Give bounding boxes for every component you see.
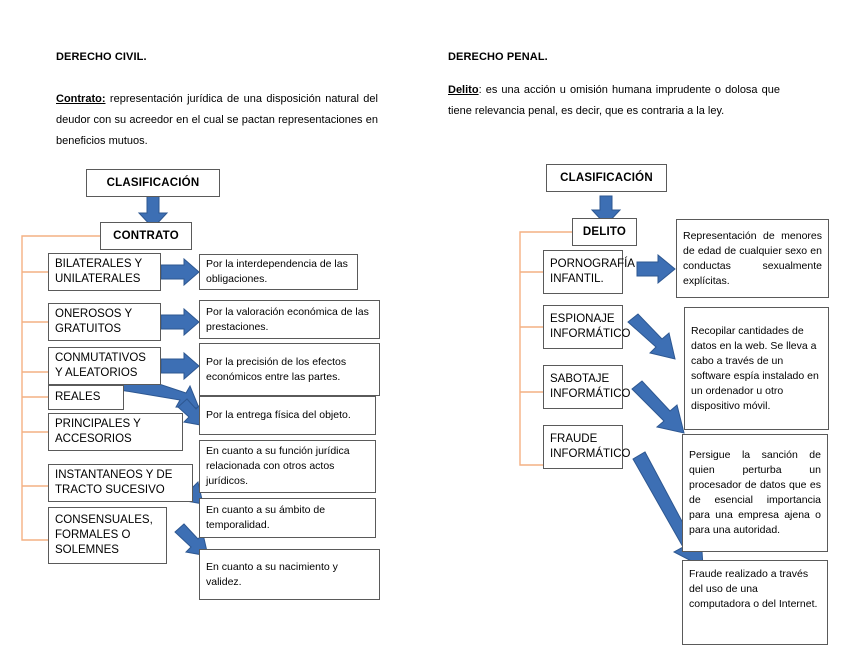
left-subject-label: CONTRATO: [113, 230, 179, 242]
arrow-right-1: [636, 253, 676, 285]
left-heading: DERECHO CIVIL.: [56, 51, 147, 63]
left-description-box-6: En cuanto a su ámbito de temporalidad.: [199, 498, 376, 538]
left-category-box-2: ONEROSOS Y GRATUITOS: [48, 303, 161, 341]
left-category-label-5: PRINCIPALES Y ACCESORIOS: [55, 418, 141, 445]
right-subject-label: DELITO: [582, 226, 627, 238]
right-category-label-4: FRAUDE INFORMÁTICO: [550, 433, 631, 460]
arrow-right-2: [627, 313, 676, 360]
left-description-text-7: En cuanto a su nacimiento y validez.: [206, 560, 338, 588]
left-description-box-1: Por la interdependencia de las obligacio…: [199, 254, 358, 290]
left-description-box-7: En cuanto a su nacimiento y validez.: [199, 549, 380, 600]
right-definition-text: : es una acción u omisión humana imprude…: [448, 84, 780, 117]
left-category-box-1: BILATERALES Y UNILATERALES: [48, 253, 161, 291]
right-description-text-3: Persigue la sanción de quien perturba un…: [689, 449, 821, 536]
left-description-text-5: En cuanto a su función jurídica relacion…: [206, 445, 350, 487]
left-description-text-6: En cuanto a su ámbito de temporalidad.: [206, 504, 326, 531]
left-root-label: CLASIFICACIÓN: [106, 177, 200, 189]
left-description-text-1: Por la interdependencia de las obligacio…: [206, 258, 348, 285]
right-heading: DERECHO PENAL.: [448, 51, 548, 63]
right-category-box-2: ESPIONAJE INFORMÁTICO: [543, 305, 631, 349]
left-category-label-4: REALES: [55, 391, 101, 403]
right-definition-term: Delito: [448, 84, 479, 96]
left-description-box-3: Por la precisión de los efectos económic…: [199, 343, 380, 396]
left-description-text-3: Por la precisión de los efectos económic…: [206, 355, 347, 383]
arrow-left-1: [160, 257, 200, 287]
right-description-box-1: Representación de menores de edad de cua…: [676, 219, 829, 298]
left-category-box-5: PRINCIPALES Y ACCESORIOS: [48, 413, 183, 451]
left-description-box-4: Por la entrega física del objeto.: [199, 396, 376, 435]
left-root-box: CLASIFICACIÓN: [86, 169, 220, 197]
left-category-label-1: BILATERALES Y UNILATERALES: [55, 258, 142, 285]
arrow-right-3: [631, 380, 685, 434]
left-definition-text: representación jurídica de una disposici…: [56, 93, 378, 147]
left-category-label-6: INSTANTANEOS Y DE TRACTO SUCESIVO: [55, 469, 173, 496]
left-description-text-4: Por la entrega física del objeto.: [206, 409, 351, 421]
left-category-box-4: REALES: [48, 385, 124, 410]
right-category-box-4: FRAUDE INFORMÁTICO: [543, 425, 631, 469]
right-category-label-2: ESPIONAJE INFORMÁTICO: [550, 313, 631, 340]
right-category-box-1: PORNOGRAFÍA INFANTIL.: [543, 250, 635, 294]
right-category-label-3: SABOTAJE INFORMÁTICO: [550, 373, 631, 400]
right-root-label: CLASIFICACIÓN: [560, 172, 653, 184]
left-category-label-7: CONSENSUALES, FORMALES O SOLEMNES: [55, 514, 153, 556]
right-description-box-4: Fraude realizado a través del uso de una…: [682, 560, 828, 645]
left-subject-box: CONTRATO: [100, 222, 192, 250]
arrow-left-2: [160, 307, 200, 337]
left-definition-term: Contrato:: [56, 93, 106, 105]
right-description-box-2: Recopilar cantidades de datos en la web.…: [684, 307, 829, 430]
right-description-box-3: Persigue la sanción de quien perturba un…: [682, 434, 828, 552]
right-definition: Delito: es una acción u omisión humana i…: [448, 80, 780, 122]
left-description-box-2: Por la valoración económica de las prest…: [199, 300, 380, 339]
left-description-text-2: Por la valoración económica de las prest…: [206, 305, 369, 333]
left-definition: Contrato: representación jurídica de una…: [56, 89, 378, 152]
left-category-box-7: CONSENSUALES, FORMALES O SOLEMNES: [48, 507, 167, 564]
right-description-text-4: Fraude realizado a través del uso de una…: [689, 568, 818, 610]
left-description-box-5: En cuanto a su función jurídica relacion…: [199, 440, 376, 493]
left-category-label-3: CONMUTATIVOS Y ALEATORIOS: [55, 352, 146, 379]
right-root-box: CLASIFICACIÓN: [546, 164, 667, 192]
left-category-box-6: INSTANTANEOS Y DE TRACTO SUCESIVO: [48, 464, 193, 502]
right-category-box-3: SABOTAJE INFORMÁTICO: [543, 365, 631, 409]
right-subject-box: DELITO: [572, 218, 637, 246]
right-category-label-1: PORNOGRAFÍA INFANTIL.: [550, 258, 635, 285]
left-category-box-3: CONMUTATIVOS Y ALEATORIOS: [48, 347, 161, 385]
right-description-text-2: Recopilar cantidades de datos en la web.…: [691, 324, 819, 412]
right-description-text-1: Representación de menores de edad de cua…: [683, 229, 822, 287]
arrow-left-3: [160, 351, 200, 381]
left-category-label-2: ONEROSOS Y GRATUITOS: [55, 308, 132, 335]
